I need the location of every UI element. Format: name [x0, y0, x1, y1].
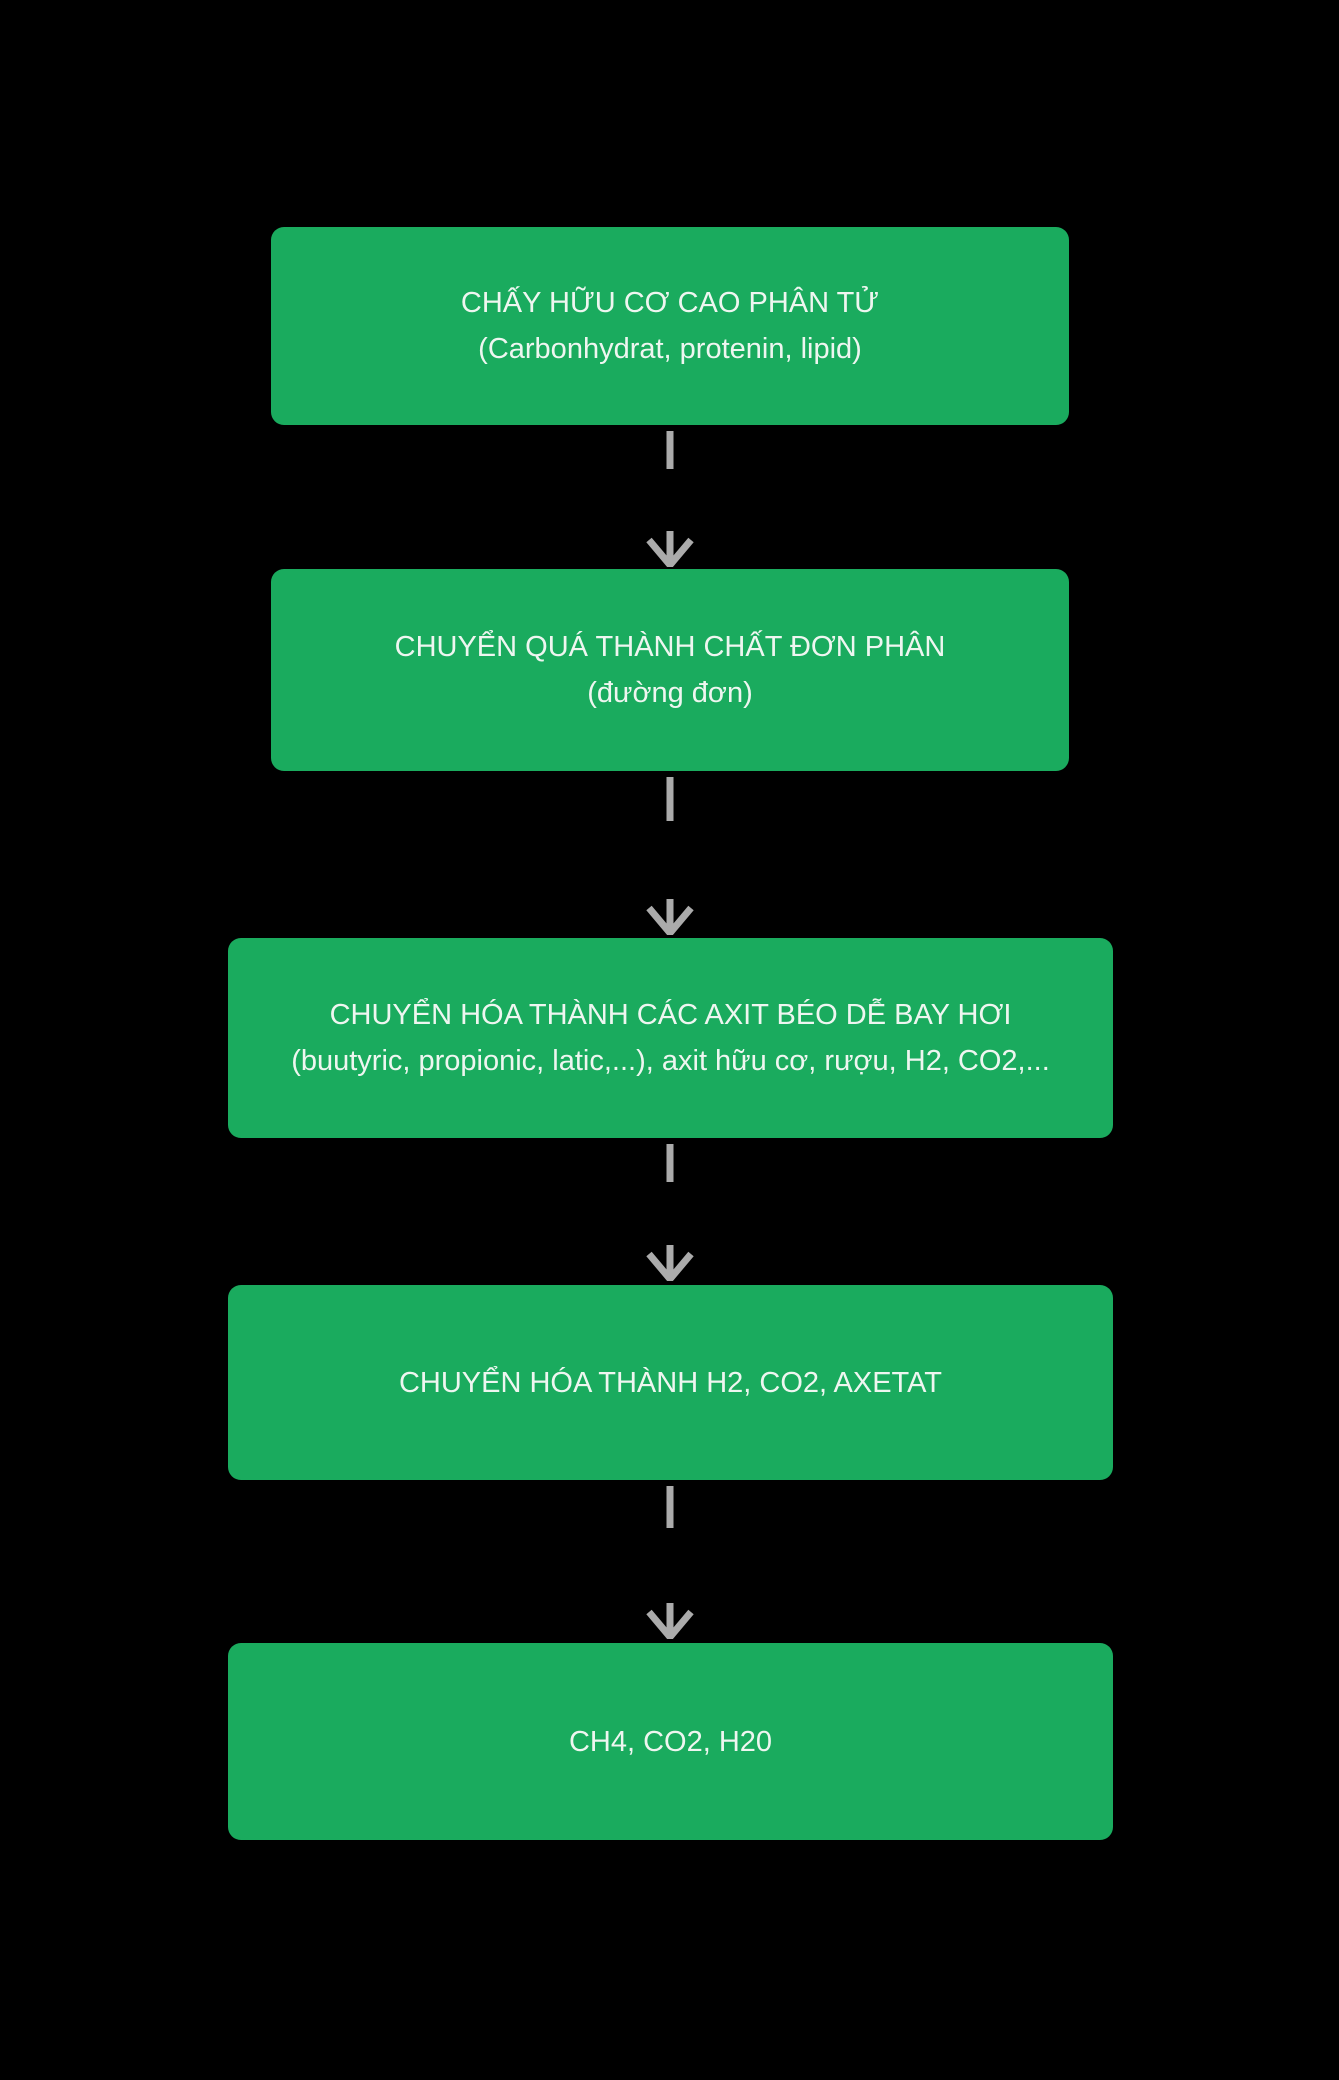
node-title: CH4, CO2, H20 — [568, 1725, 773, 1758]
arrow-head-icon — [646, 1609, 694, 1639]
node-title: CHUYỂN HÓA THÀNH H2, CO2, AXETAT — [398, 1366, 943, 1399]
arrow-head-icon — [646, 537, 694, 567]
node-subtitle: (đường đơn) — [587, 677, 753, 709]
flow-node-step-3: CHUYỂN HÓA THÀNH CÁC AXIT BÉO DỄ BAY HƠI… — [228, 938, 1113, 1138]
arrow-head-icon — [646, 1251, 694, 1281]
down-arrow-connector — [646, 1144, 694, 1281]
node-title: CHUYỂN QUÁ THÀNH CHẤT ĐƠN PHÂN — [394, 631, 946, 663]
down-arrow-connector — [646, 1486, 694, 1639]
down-arrow-connector — [646, 431, 694, 567]
flow-node-step-1: CHẤY HỮU CƠ CAO PHÂN TỬ (Carbonhydrat, p… — [271, 227, 1069, 425]
node-subtitle: (Carbonhydrat, protenin, lipid) — [478, 333, 862, 365]
node-subtitle: (buutyric, propionic, latic,...), axit h… — [291, 1045, 1050, 1077]
arrow-head-icon — [646, 905, 694, 935]
down-arrow-connector — [646, 777, 694, 935]
flow-node-step-2: CHUYỂN QUÁ THÀNH CHẤT ĐƠN PHÂN (đường đơ… — [271, 569, 1069, 771]
node-title: CHẤY HỮU CƠ CAO PHÂN TỬ — [460, 287, 880, 319]
flow-node-step-4: CHUYỂN HÓA THÀNH H2, CO2, AXETAT — [228, 1285, 1113, 1480]
node-title: CHUYỂN HÓA THÀNH CÁC AXIT BÉO DỄ BAY HƠI — [329, 999, 1012, 1031]
flow-node-step-5: CH4, CO2, H20 — [228, 1643, 1113, 1840]
